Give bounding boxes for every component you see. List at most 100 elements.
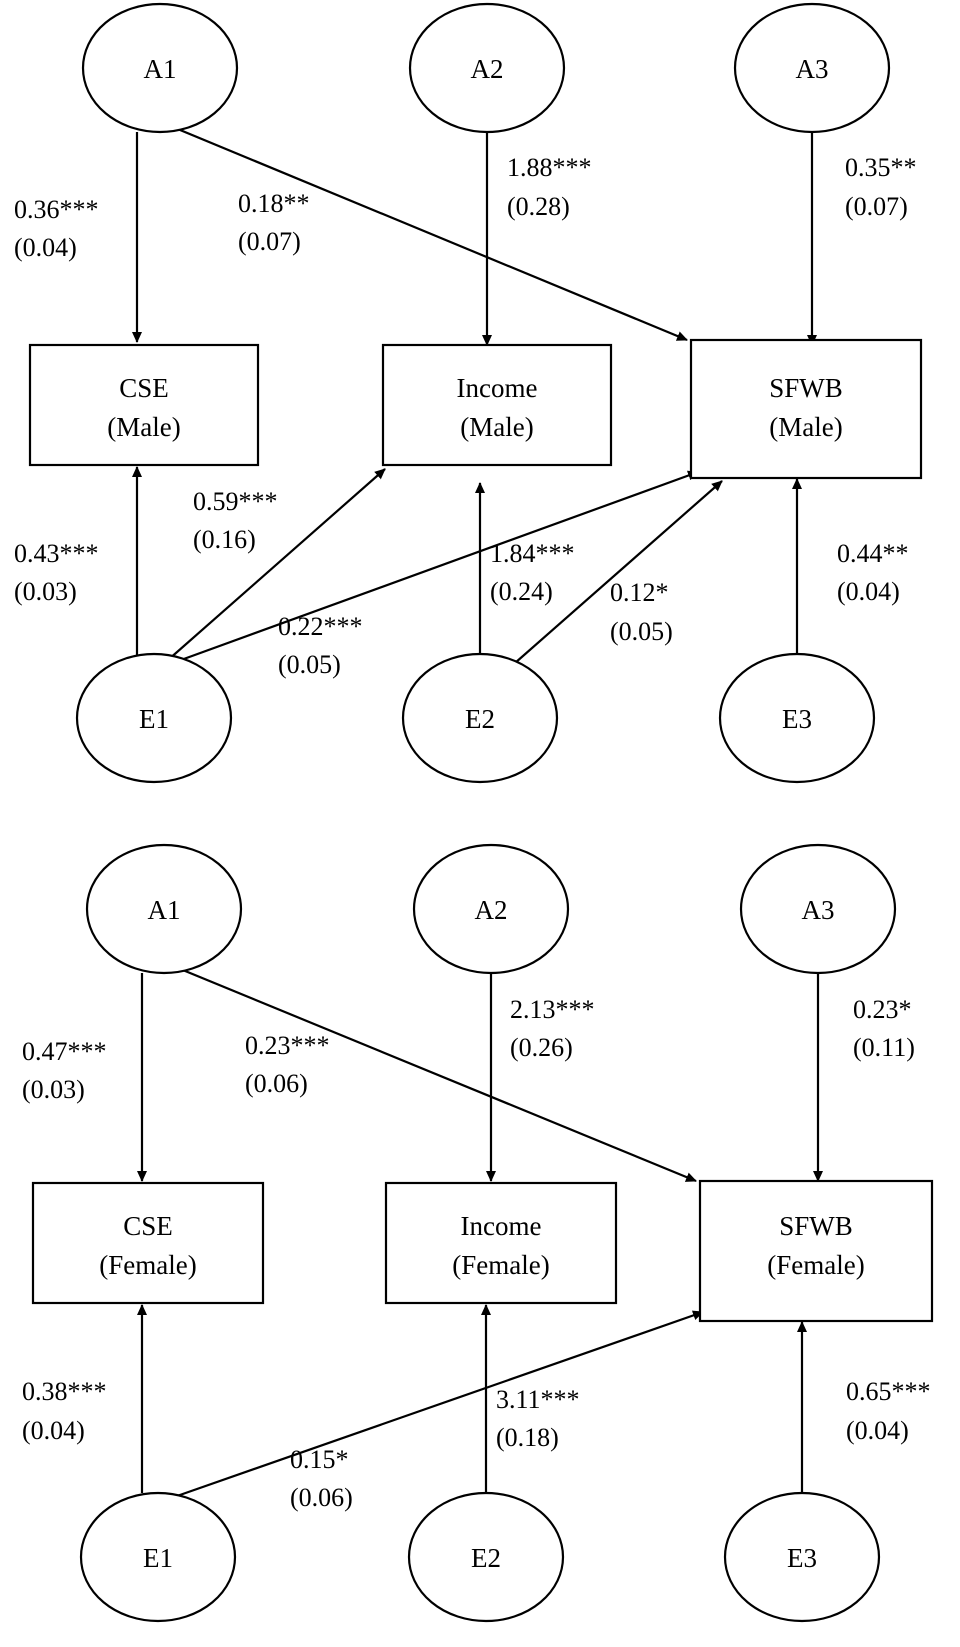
svg-text:3.11***: 3.11*** [496, 1385, 580, 1414]
svg-text:E3: E3 [787, 1543, 817, 1573]
node-female-e1: E1 [79, 1491, 237, 1623]
svg-text:(0.07): (0.07) [845, 192, 908, 221]
svg-text:0.38***: 0.38*** [22, 1377, 107, 1406]
svg-text:0.65***: 0.65*** [846, 1377, 931, 1406]
node-female-e3: E3 [723, 1491, 881, 1623]
svg-text:A2: A2 [471, 54, 504, 84]
svg-text:0.22***: 0.22*** [278, 612, 363, 641]
svg-text:(0.28): (0.28) [507, 192, 570, 221]
svg-text:(0.04): (0.04) [837, 577, 900, 606]
svg-text:0.12*: 0.12* [610, 578, 669, 607]
svg-text:E1: E1 [139, 704, 169, 734]
edge-female-e1-sfwb [176, 1310, 704, 1498]
svg-text:(0.04): (0.04) [14, 233, 77, 262]
svg-text:CSE: CSE [123, 1211, 173, 1241]
label-female-e1-sfwb: 0.15* (0.06) [290, 1445, 353, 1512]
svg-text:0.35**: 0.35** [845, 153, 917, 182]
svg-text:(0.04): (0.04) [22, 1416, 85, 1445]
svg-text:(0.03): (0.03) [22, 1075, 85, 1104]
svg-text:E2: E2 [471, 1543, 501, 1573]
edge-male-e1-income [167, 468, 386, 661]
label-female-a1-sfwb: 0.23*** (0.06) [245, 1031, 330, 1098]
svg-text:A3: A3 [796, 54, 829, 84]
svg-text:2.13***: 2.13*** [510, 995, 595, 1024]
panel-male: A1 A2 A3 CSE (Male) Income (Male) SFWB (… [14, 2, 923, 784]
edge-male-e2-sfwb [514, 480, 723, 664]
edge-male-a1-sfwb [167, 123, 688, 342]
node-female-a3: A3 [739, 843, 897, 975]
edge-female-a1-sfwb [172, 964, 697, 1183]
svg-text:0.47***: 0.47*** [22, 1037, 107, 1066]
svg-text:(Male): (Male) [769, 412, 842, 442]
label-male-a1-sfwb: 0.18** (0.07) [238, 189, 310, 256]
node-female-e2: E2 [407, 1491, 565, 1623]
node-male-e2: E2 [401, 652, 559, 784]
svg-text:E2: E2 [465, 704, 495, 734]
svg-text:(Male): (Male) [460, 412, 533, 442]
node-male-a2: A2 [408, 2, 566, 134]
node-female-a2: A2 [412, 843, 570, 975]
svg-text:(0.05): (0.05) [610, 617, 673, 646]
svg-text:0.59***: 0.59*** [193, 487, 278, 516]
svg-text:(0.18): (0.18) [496, 1423, 559, 1452]
svg-text:(0.11): (0.11) [853, 1033, 915, 1062]
label-female-e1-cse: 0.38*** (0.04) [22, 1377, 107, 1445]
node-male-sfwb: SFWB (Male) [689, 338, 923, 480]
label-male-e2-sfwb: 0.12* (0.05) [610, 578, 673, 646]
label-female-a1-cse: 0.47*** (0.03) [22, 1037, 107, 1104]
svg-text:0.23***: 0.23*** [245, 1031, 330, 1060]
svg-text:A3: A3 [802, 895, 835, 925]
node-female-a1: A1 [85, 843, 243, 975]
svg-text:(Male): (Male) [107, 412, 180, 442]
svg-text:SFWB: SFWB [779, 1211, 853, 1241]
svg-text:1.88***: 1.88*** [507, 153, 592, 182]
svg-text:A2: A2 [475, 895, 508, 925]
svg-text:(0.06): (0.06) [290, 1483, 353, 1512]
svg-text:(Female): (Female) [767, 1250, 864, 1280]
label-female-e2-income: 3.11*** (0.18) [496, 1385, 580, 1452]
svg-text:0.23*: 0.23* [853, 995, 912, 1024]
svg-text:A1: A1 [144, 54, 177, 84]
label-male-a2-income: 1.88*** (0.28) [507, 153, 592, 221]
svg-text:(0.06): (0.06) [245, 1069, 308, 1098]
svg-text:A1: A1 [148, 895, 181, 925]
svg-text:0.18**: 0.18** [238, 189, 310, 218]
svg-text:(Female): (Female) [99, 1250, 196, 1280]
svg-text:E3: E3 [782, 704, 812, 734]
svg-text:0.15*: 0.15* [290, 1445, 349, 1474]
node-female-income: Income (Female) [384, 1181, 618, 1305]
svg-text:(0.07): (0.07) [238, 227, 301, 256]
svg-text:(0.26): (0.26) [510, 1033, 573, 1062]
svg-text:(0.16): (0.16) [193, 525, 256, 554]
node-female-cse: CSE (Female) [31, 1181, 265, 1305]
label-male-e1-income: 0.59*** (0.16) [193, 487, 278, 554]
svg-text:0.43***: 0.43*** [14, 539, 99, 568]
node-male-a1: A1 [81, 2, 239, 134]
node-male-cse: CSE (Male) [28, 343, 260, 467]
node-male-e3: E3 [718, 652, 876, 784]
label-female-a2-income: 2.13*** (0.26) [510, 995, 595, 1062]
label-female-a3-sfwb: 0.23* (0.11) [853, 995, 915, 1062]
label-male-e1-sfwb: 0.22*** (0.05) [278, 612, 363, 679]
panel-female: A1 A2 A3 CSE (Female) Income (Female) SF… [22, 843, 934, 1623]
label-male-a3-sfwb: 0.35** (0.07) [845, 153, 917, 221]
label-male-e1-cse: 0.43*** (0.03) [14, 539, 99, 606]
svg-text:(0.05): (0.05) [278, 650, 341, 679]
svg-text:0.44**: 0.44** [837, 539, 909, 568]
svg-text:SFWB: SFWB [769, 373, 843, 403]
svg-text:(0.24): (0.24) [490, 577, 553, 606]
svg-text:E1: E1 [143, 1543, 173, 1573]
svg-text:(0.03): (0.03) [14, 577, 77, 606]
svg-text:CSE: CSE [119, 373, 169, 403]
node-male-e1: E1 [75, 652, 233, 784]
svg-text:(0.04): (0.04) [846, 1416, 909, 1445]
svg-text:Income: Income [457, 373, 538, 403]
node-female-sfwb: SFWB (Female) [698, 1179, 934, 1323]
svg-text:0.36***: 0.36*** [14, 195, 99, 224]
label-male-a1-cse: 0.36*** (0.04) [14, 195, 99, 262]
svg-text:Income: Income [461, 1211, 542, 1241]
svg-text:1.84***: 1.84*** [490, 539, 575, 568]
edge-male-e1-sfwb [169, 470, 699, 666]
label-male-e3-sfwb: 0.44** (0.04) [837, 539, 909, 606]
